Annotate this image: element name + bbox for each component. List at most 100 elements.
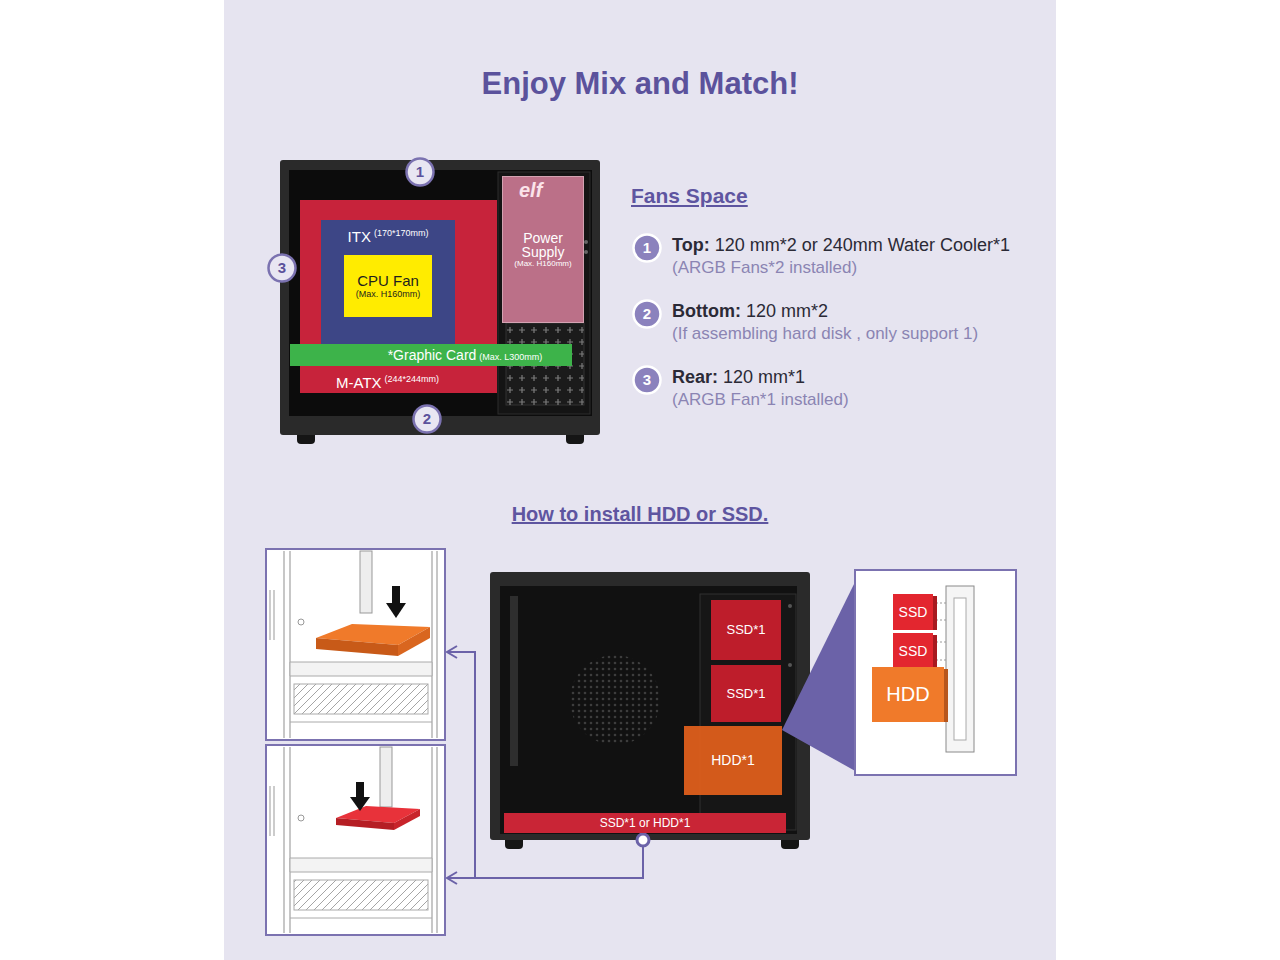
hdd-slot: HDD*1 [684,726,782,795]
box-label: HDD [886,684,929,705]
fan-spec: 120 mm*2 [746,301,828,322]
box-label: 3 [278,260,286,276]
callout-circle [269,255,296,282]
text-group: *Graphic Card(Max. L300mm) [388,348,543,363]
ssd-edge [933,596,937,630]
text-group: 1 [643,240,651,256]
box-note: (Max. L300mm) [479,353,542,362]
fan-position: Top: [672,235,710,256]
box-label: SSD [899,605,928,620]
psu-bay [498,172,590,414]
arrow-head [386,603,406,618]
case-frame [290,722,432,723]
fan-position: Rear: [672,367,718,388]
leader-dot [637,834,649,846]
ssd-slot: SSD*1 [711,600,781,660]
standoff [360,551,372,613]
screw [298,815,304,821]
box-label: *Graphic Card [388,348,477,363]
slot [270,786,274,836]
callout-number: 3 [267,253,297,283]
graphic-card-band: *Graphic Card(Max. L300mm) [290,344,572,366]
box-label: 1 [416,164,424,180]
callout-number: 2 [632,299,662,329]
box-label: 2 [643,306,651,322]
callout-circle [414,406,441,433]
screw [788,604,792,608]
ssd-drive: SSD [893,633,933,669]
box-label: ITX [348,229,371,245]
section-heading: Fans Space [631,184,748,208]
photo-panel [266,549,445,740]
callout-circle [634,235,661,262]
text-group: SSD*1 [726,687,765,701]
text-group: HDD [886,684,929,705]
bracket-slot [954,598,966,740]
mount-bracket [946,586,974,752]
callout-circle [407,159,434,186]
callout-number: 1 [405,157,435,187]
slot [270,590,274,640]
box-label: SSD*1 [726,687,765,701]
case-frame [290,918,432,919]
box-label: 3 [643,372,651,388]
arrow-head [350,797,370,811]
fan-note: (ARGB Fan*1 installed) [672,390,849,410]
zoom-wedge [782,578,857,772]
bottom-drive-band: SSD*1 or HDD*1 [504,813,786,833]
callout-number: 2 [412,404,442,434]
text-group: 1 [416,164,424,180]
fan-position: Bottom: [672,301,741,322]
box-label: SSD*1 or HDD*1 [600,817,691,830]
box-label: SSD*1 [726,623,765,637]
ssd-edge [933,635,937,669]
case-body [490,572,810,840]
screw [584,250,588,254]
screw [584,240,588,244]
leader-line [448,652,643,878]
text-group: 3 [278,260,286,276]
ssd-drive: SSD [893,594,933,630]
fan-note: (ARGB Fans*2 installed) [672,258,857,278]
arrow-head [447,872,457,884]
box-label: CPU Fan [357,273,419,289]
shelf [290,858,432,872]
text-group: CPU Fan(Max. H160mm) [356,273,421,299]
watermark: elf [519,179,542,202]
callout-circle [634,367,661,394]
photo-panel [266,745,445,935]
text-group: ITX(170*170mm) [348,229,429,245]
power-supply-area: Power Supply(Max. H160mm) [502,176,584,323]
box-note: (Max. H160mm) [356,290,421,299]
mesh [294,684,428,714]
box-label: M-ATX [336,375,382,391]
hdd-front [316,638,398,656]
background-panel [224,0,1056,960]
case-interior [500,586,797,834]
box-note: (244*244mm) [385,375,440,384]
text-group: Power Supply(Max. H160mm) [510,231,576,268]
fan-spec: 120 mm*2 or 240mm Water Cooler*1 [715,235,1010,256]
arrow-head [447,646,457,658]
itx-board-area: ITX(170*170mm) CPU Fan(Max. H160mm) [321,220,455,350]
mesh [294,880,428,910]
box-label: HDD*1 [711,753,755,768]
text-group: M-ATX(244*244mm) [336,375,439,391]
box-label: 1 [643,240,651,256]
case-frame [284,551,437,738]
hdd-drive: HDD [872,667,944,722]
text-group: 2 [423,411,431,427]
text-group: SSD [899,605,928,620]
text-group: 2 [643,306,651,322]
screw [298,619,304,625]
case-frame [284,747,437,933]
case-body [280,160,600,435]
inset-panel [855,570,1016,775]
cpu-fan-area: CPU Fan(Max. H160mm) [344,255,432,317]
section-heading: How to install HDD or SSD. [512,503,769,526]
text-group: SSD [899,644,928,659]
io-bracket [510,596,518,766]
text-group: SSD*1 [726,623,765,637]
leader-line [448,877,475,879]
